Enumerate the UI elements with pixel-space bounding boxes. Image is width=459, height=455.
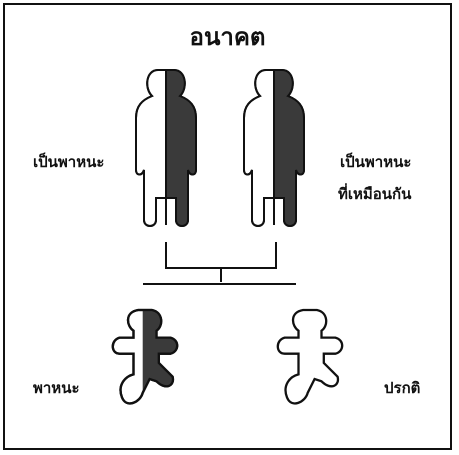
left-parent-figure: [136, 70, 196, 226]
left-child-figure: [113, 310, 177, 403]
right-parent-label-line2: ที่เหมือนกัน: [338, 182, 411, 206]
right-child-figure: [278, 310, 342, 403]
left-parent-label: เป็นพาหนะ: [33, 150, 104, 174]
right-child-label: ปรกติ: [384, 376, 420, 400]
left-child-label: พาหนะ: [33, 376, 80, 400]
right-parent-figure: [244, 70, 304, 226]
inheritance-connector: [143, 242, 296, 284]
right-parent-label-line1: เป็นพาหนะ: [340, 150, 411, 174]
